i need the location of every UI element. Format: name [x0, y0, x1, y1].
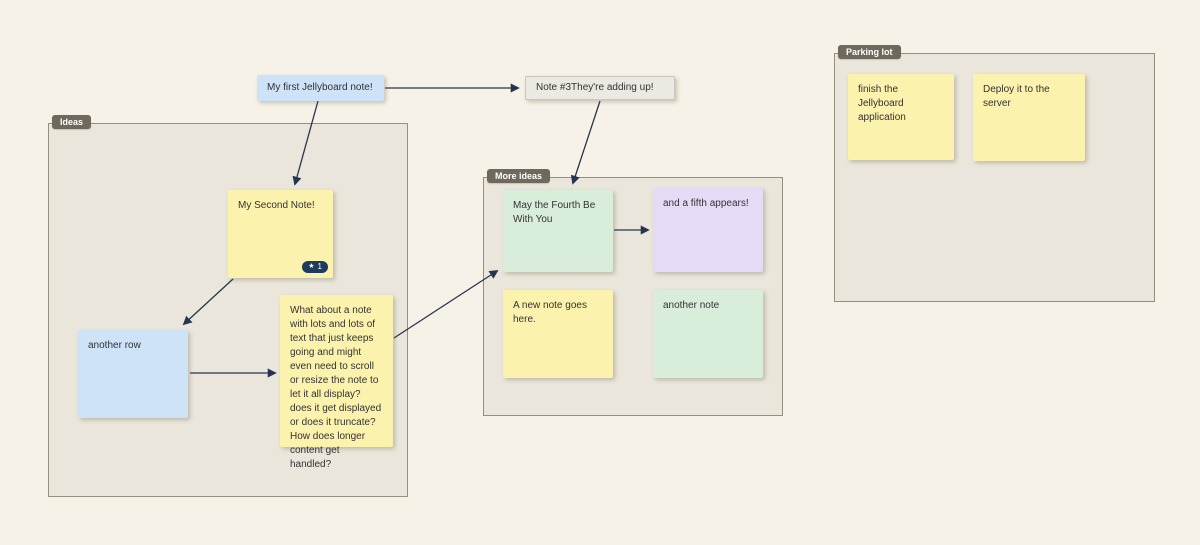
note-text: another row [88, 340, 141, 351]
sticky-note-second[interactable]: My Second Note! ★ 1 [228, 190, 333, 278]
star-icon: ★ [308, 263, 315, 270]
sticky-note-another-row[interactable]: another row [78, 330, 188, 418]
star-reaction-badge[interactable]: ★ 1 [302, 261, 328, 273]
note-text: My Second Note! [238, 200, 315, 211]
sticky-note-first[interactable]: My first Jellyboard note! [257, 75, 384, 101]
frame-ideas-label[interactable]: Ideas [52, 115, 92, 129]
note-text: another note [663, 300, 720, 311]
sticky-note-new-note[interactable]: A new note goes here. [503, 290, 613, 378]
note-text: Deploy it to the server [983, 84, 1050, 109]
note-text: My first Jellyboard note! [267, 82, 373, 93]
sticky-note-fifth[interactable]: and a fifth appears! [653, 188, 763, 272]
arrow-long-note-to-may-fourth [393, 270, 499, 339]
note-text: Note #3They're adding up! [536, 82, 654, 93]
note-text: May the Fourth Be With You [513, 200, 596, 225]
sticky-note-deploy[interactable]: Deploy it to the server [973, 74, 1085, 161]
sticky-note-long-note[interactable]: What about a note with lots and lots of … [280, 295, 393, 470]
frame-parking-lot-label[interactable]: Parking lot [838, 45, 901, 59]
star-count: 1 [317, 262, 322, 271]
note-text: finish the Jellyboard application [858, 84, 906, 123]
sticky-note-another-note[interactable]: another note [653, 290, 763, 378]
sticky-note-may-fourth[interactable]: May the Fourth Be With You [503, 190, 613, 272]
note-text: A new note goes here. [513, 300, 587, 325]
sticky-note-finish[interactable]: finish the Jellyboard application [848, 74, 954, 160]
arrow-note3-to-may-fourth [570, 100, 601, 185]
frame-more-ideas-label[interactable]: More ideas [487, 169, 551, 183]
sticky-note-note3[interactable]: Note #3They're adding up! [525, 76, 675, 100]
note-text: What about a note with lots and lots of … [290, 305, 382, 470]
note-text: and a fifth appears! [663, 198, 749, 209]
